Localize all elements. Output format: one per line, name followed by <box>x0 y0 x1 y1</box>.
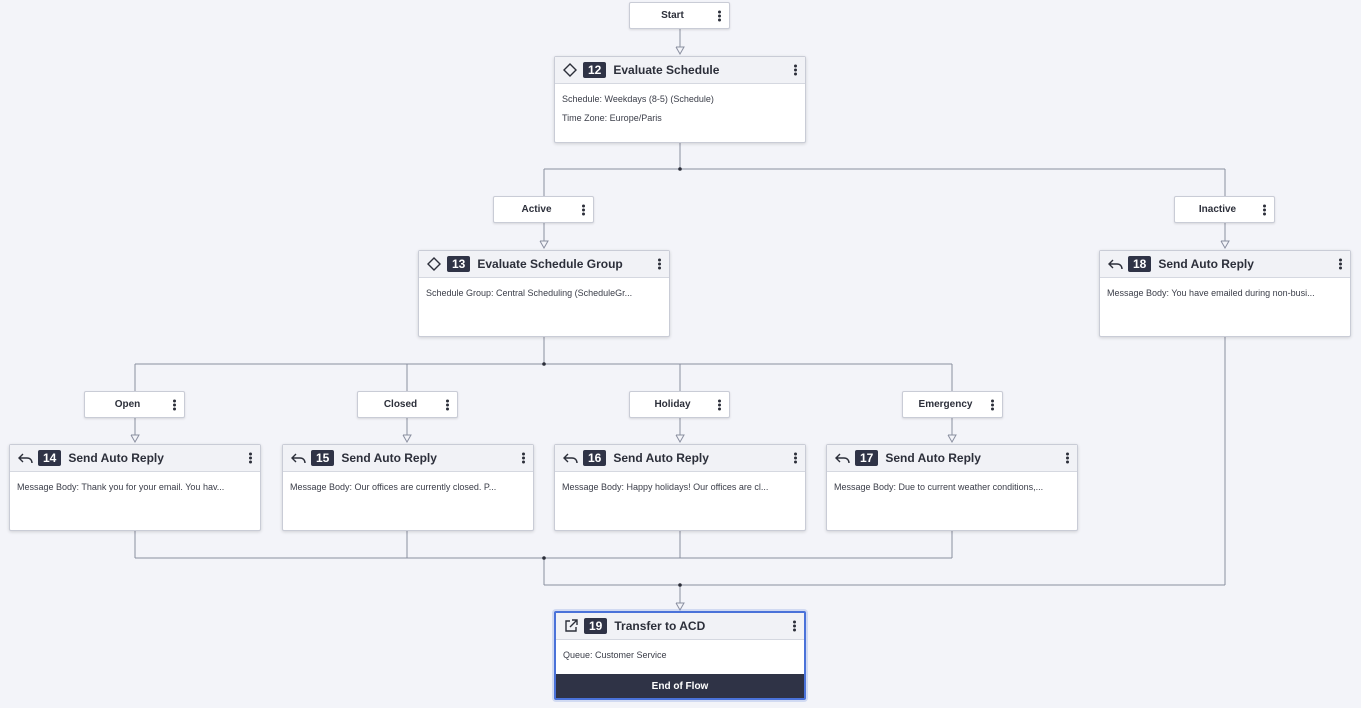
path-more-icon[interactable] <box>1263 204 1266 215</box>
path-active[interactable]: Active <box>493 196 594 223</box>
node-number: 13 <box>447 256 471 272</box>
node-header: 14 Send Auto Reply <box>10 445 260 472</box>
node-header: 19 Transfer to ACD <box>556 613 804 640</box>
node-title: Send Auto Reply <box>341 451 437 465</box>
path-label: Holiday <box>654 399 691 410</box>
path-open[interactable]: Open <box>84 391 185 418</box>
node-number: 18 <box>1128 256 1152 272</box>
node-detail: Queue: Customer Service <box>563 650 667 660</box>
node-header: 18 Send Auto Reply <box>1100 251 1350 278</box>
node-number: 19 <box>584 618 608 634</box>
node-header: 17 Send Auto Reply <box>827 445 1077 472</box>
node-send-auto-reply-17[interactable]: 17 Send Auto Reply Message Body: Due to … <box>826 444 1078 531</box>
node-more-icon[interactable] <box>1339 258 1342 270</box>
node-more-icon[interactable] <box>794 452 797 464</box>
path-label: Open <box>114 399 141 410</box>
node-header: 15 Send Auto Reply <box>283 445 533 472</box>
node-body: Schedule: Weekdays (8-5) (Schedule) Time… <box>555 84 805 134</box>
path-label: Inactive <box>1198 204 1237 215</box>
path-closed[interactable]: Closed <box>357 391 458 418</box>
path-label: Closed <box>383 399 418 410</box>
node-evaluate-schedule[interactable]: 12 Evaluate Schedule Schedule: Weekdays … <box>554 56 806 143</box>
node-number: 16 <box>583 450 607 466</box>
path-inactive[interactable]: Inactive <box>1174 196 1275 223</box>
node-title: Transfer to ACD <box>614 619 706 633</box>
node-header: 16 Send Auto Reply <box>555 445 805 472</box>
node-transfer-to-acd[interactable]: 19 Transfer to ACD Queue: Customer Servi… <box>554 611 806 700</box>
node-detail: Schedule: Weekdays (8-5) (Schedule) <box>562 94 714 104</box>
node-body: Message Body: Happy holidays! Our office… <box>555 472 805 503</box>
start-more-icon[interactable] <box>718 10 721 21</box>
node-more-icon[interactable] <box>1066 452 1069 464</box>
node-number: 12 <box>583 62 607 78</box>
node-more-icon[interactable] <box>249 452 252 464</box>
diamond-icon <box>562 62 578 78</box>
node-body: Message Body: Our offices are currently … <box>283 472 533 503</box>
node-header: 12 Evaluate Schedule <box>555 57 805 84</box>
path-label: Emergency <box>918 399 973 410</box>
end-of-flow-footer: End of Flow <box>556 674 804 698</box>
node-more-icon[interactable] <box>522 452 525 464</box>
reply-icon <box>562 450 578 466</box>
node-detail: Message Body: Due to current weather con… <box>834 482 1044 492</box>
path-more-icon[interactable] <box>446 399 449 410</box>
node-title: Send Auto Reply <box>1158 257 1254 271</box>
node-title: Evaluate Schedule <box>613 63 720 77</box>
path-more-icon[interactable] <box>173 399 176 410</box>
start-label: Start <box>661 10 684 21</box>
path-more-icon[interactable] <box>718 399 721 410</box>
transfer-icon <box>563 618 579 634</box>
path-more-icon[interactable] <box>991 399 994 410</box>
node-detail: Message Body: Happy holidays! Our office… <box>562 482 769 492</box>
path-label: Active <box>521 204 552 215</box>
node-evaluate-schedule-group[interactable]: 13 Evaluate Schedule Group Schedule Grou… <box>418 250 670 337</box>
node-body: Message Body: Due to current weather con… <box>827 472 1077 503</box>
node-detail: Message Body: Thank you for your email. … <box>17 482 225 492</box>
path-more-icon[interactable] <box>582 204 585 215</box>
node-body: Queue: Customer Service <box>556 640 804 671</box>
node-send-auto-reply-15[interactable]: 15 Send Auto Reply Message Body: Our off… <box>282 444 534 531</box>
node-detail: Schedule Group: Central Scheduling (Sche… <box>426 288 633 298</box>
node-send-auto-reply-18[interactable]: 18 Send Auto Reply Message Body: You hav… <box>1099 250 1351 337</box>
node-body: Message Body: Thank you for your email. … <box>10 472 260 503</box>
node-number: 15 <box>311 450 335 466</box>
node-header: 13 Evaluate Schedule Group <box>419 251 669 278</box>
node-body: Schedule Group: Central Scheduling (Sche… <box>419 278 669 309</box>
node-number: 17 <box>855 450 879 466</box>
node-send-auto-reply-14[interactable]: 14 Send Auto Reply Message Body: Thank y… <box>9 444 261 531</box>
node-more-icon[interactable] <box>658 258 661 270</box>
diamond-icon <box>426 256 442 272</box>
node-title: Evaluate Schedule Group <box>477 257 623 271</box>
path-emergency[interactable]: Emergency <box>902 391 1003 418</box>
reply-icon <box>1107 256 1123 272</box>
reply-icon <box>834 450 850 466</box>
node-more-icon[interactable] <box>794 64 797 76</box>
node-title: Send Auto Reply <box>613 451 709 465</box>
node-send-auto-reply-16[interactable]: 16 Send Auto Reply Message Body: Happy h… <box>554 444 806 531</box>
node-number: 14 <box>38 450 62 466</box>
node-detail: Message Body: You have emailed during no… <box>1107 288 1315 298</box>
node-detail: Message Body: Our offices are currently … <box>290 482 497 492</box>
start-node[interactable]: Start <box>629 2 730 29</box>
reply-icon <box>290 450 306 466</box>
node-title: Send Auto Reply <box>885 451 981 465</box>
path-holiday[interactable]: Holiday <box>629 391 730 418</box>
reply-icon <box>17 450 33 466</box>
node-more-icon[interactable] <box>793 620 796 632</box>
node-title: Send Auto Reply <box>68 451 164 465</box>
node-detail: Time Zone: Europe/Paris <box>562 113 662 123</box>
node-body: Message Body: You have emailed during no… <box>1100 278 1350 309</box>
